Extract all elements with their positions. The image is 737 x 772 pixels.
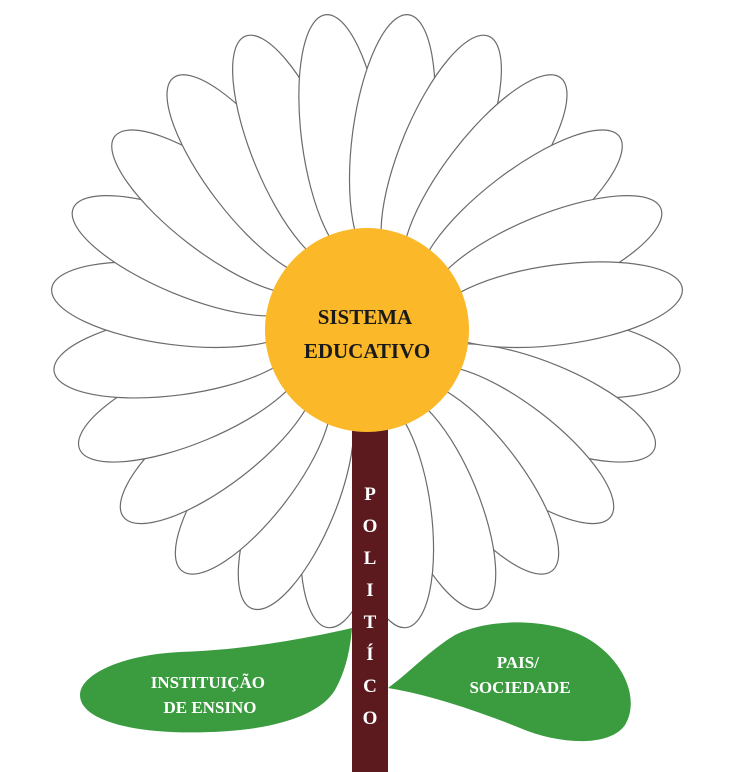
stem-label: P O L I T Í C O [363, 484, 378, 729]
flower-center [265, 228, 469, 432]
leaf-left [80, 628, 352, 733]
center-line-2: EDUCATIVO [304, 339, 430, 363]
leaf-right-line-2: SOCIEDADE [469, 678, 570, 697]
stem-letter-2: O [363, 516, 378, 537]
stem-letter-7: C [363, 676, 377, 697]
stem-letter-3: L [364, 548, 377, 569]
leaf-right-line-1: PAIS/ [497, 653, 539, 672]
stem [352, 420, 388, 772]
leaf-left-label: INSTITUIÇÃO DE ENSINO [151, 673, 270, 717]
stem-letter-6: Í [366, 643, 373, 665]
leaf-left-line-1: INSTITUIÇÃO [151, 673, 265, 692]
center-label: SISTEMA EDUCATIVO [304, 305, 430, 363]
stem-letter-8: O [363, 708, 378, 729]
center-line-1: SISTEMA [318, 305, 413, 329]
stem-letter-5: T [364, 612, 377, 633]
stem-letter-1: P [364, 484, 376, 505]
leaf-left-line-2: DE ENSINO [163, 698, 256, 717]
stem-letter-4: I [366, 580, 373, 601]
leaf-right [388, 622, 631, 742]
leaf-right-label: PAIS/ SOCIEDADE [469, 653, 570, 697]
